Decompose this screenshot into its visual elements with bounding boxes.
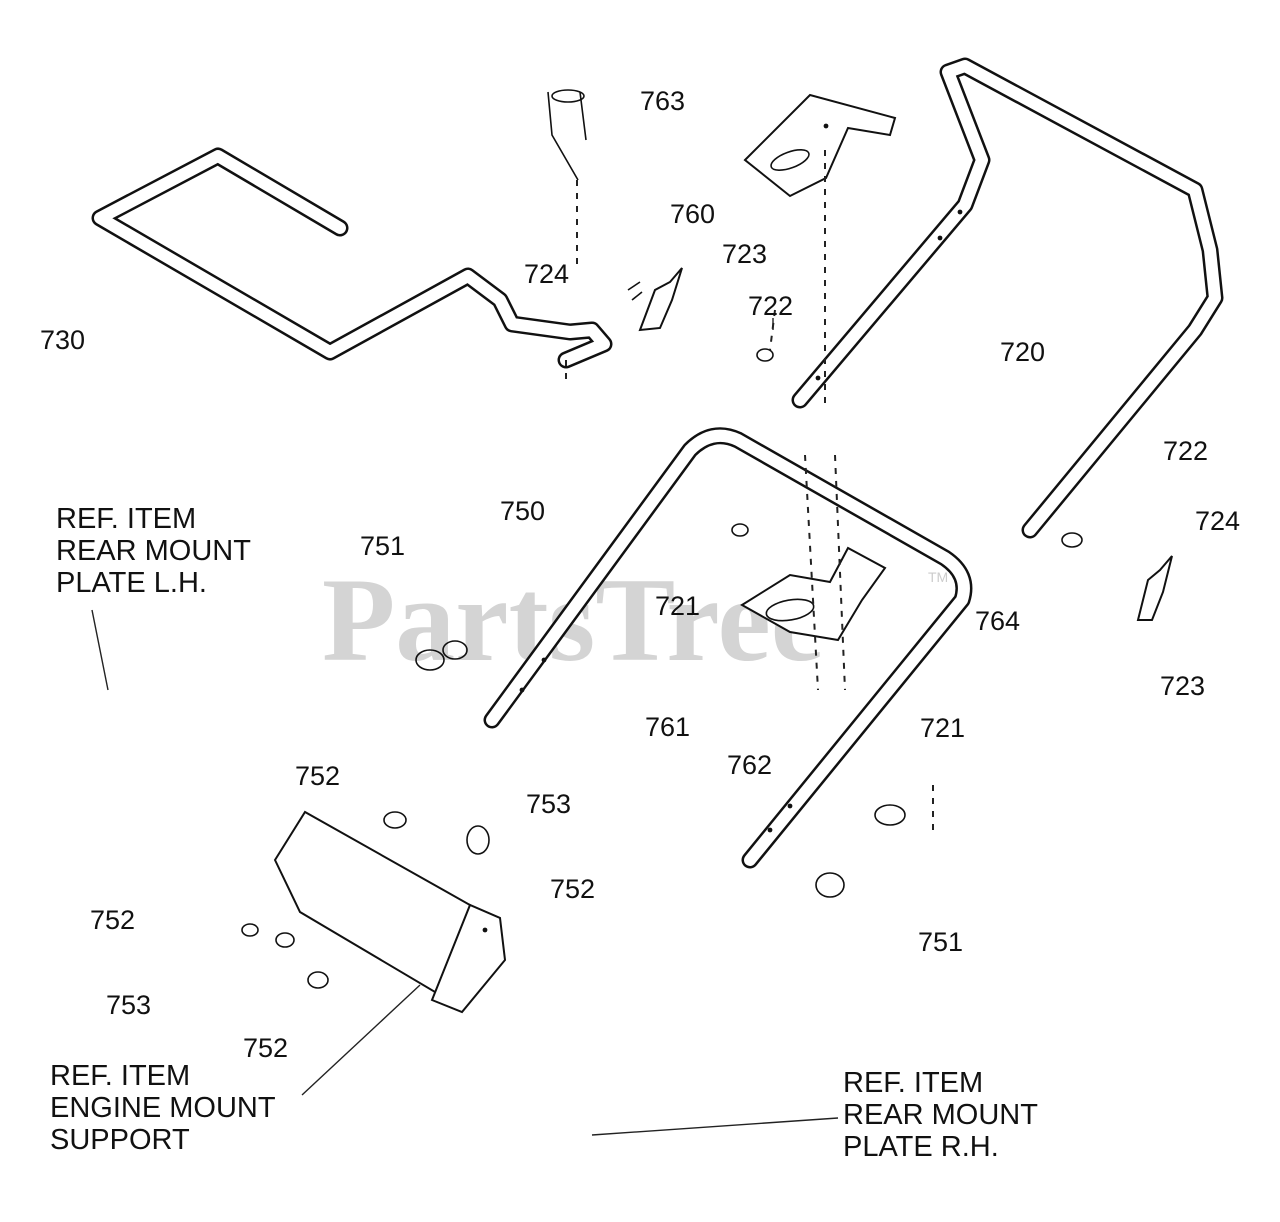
ref-item-rear-mount-rh: REF. ITEM REAR MOUNT PLATE R.H.	[843, 1067, 1038, 1163]
part-label-724: 724	[1195, 506, 1240, 536]
upper-handle-720	[791, 57, 1224, 539]
part-labels: 763 760 723 724 722 730 720 722 724 750 …	[40, 86, 1240, 1063]
part-label-723: 723	[722, 239, 767, 269]
part-label-752: 752	[90, 905, 135, 935]
part-label-723: 723	[1160, 671, 1205, 701]
part-label-721: 721	[920, 713, 965, 743]
bracket-763	[743, 93, 897, 198]
part-label-751: 751	[360, 531, 405, 561]
ref-line: REF. ITEM	[50, 1060, 190, 1092]
part-label-753: 753	[106, 990, 151, 1020]
part-label-722: 722	[1163, 436, 1208, 466]
ref-line: REAR MOUNT	[56, 535, 251, 567]
part-label-752: 752	[243, 1033, 288, 1063]
ref-item-engine-mount: REF. ITEM ENGINE MOUNT SUPPORT	[50, 1060, 276, 1156]
part-label-750: 750	[500, 496, 545, 526]
bail-wire-730	[91, 147, 613, 369]
part-label-752: 752	[295, 761, 340, 791]
part-label-752: 752	[550, 874, 595, 904]
part-label-721: 721	[655, 591, 700, 621]
wing-knob-724-upper	[627, 267, 683, 332]
assembly-lines	[565, 150, 934, 830]
part-label-730: 730	[40, 325, 85, 355]
part-label-724: 724	[524, 259, 569, 289]
part-label-751: 751	[918, 927, 963, 957]
part-label-753: 753	[526, 789, 571, 819]
ref-line: REAR MOUNT	[843, 1099, 1038, 1131]
wing-knob-724-lower	[1136, 555, 1173, 621]
hardware	[241, 89, 1083, 989]
leader-lines	[91, 318, 839, 1136]
engine-mount-support	[273, 810, 507, 1014]
part-label-761: 761	[645, 712, 690, 742]
part-label-760: 760	[670, 199, 715, 229]
ref-line: PLATE R.H.	[843, 1131, 999, 1163]
lower-handle-750	[483, 427, 973, 869]
ref-line: SUPPORT	[50, 1124, 190, 1156]
ref-line: PLATE L.H.	[56, 567, 207, 599]
ref-line: REF. ITEM	[56, 503, 196, 535]
ref-line: ENGINE MOUNT	[50, 1092, 276, 1124]
part-label-764: 764	[975, 606, 1020, 636]
watermark-trademark: TM	[928, 569, 948, 585]
ref-line: REF. ITEM	[843, 1067, 983, 1099]
part-label-763: 763	[640, 86, 685, 116]
part-label-722: 722	[748, 291, 793, 321]
ref-item-rear-mount-lh: REF. ITEM REAR MOUNT PLATE L.H.	[56, 503, 251, 599]
bracket-764	[740, 546, 887, 642]
part-label-720: 720	[1000, 337, 1045, 367]
part-label-762: 762	[727, 750, 772, 780]
